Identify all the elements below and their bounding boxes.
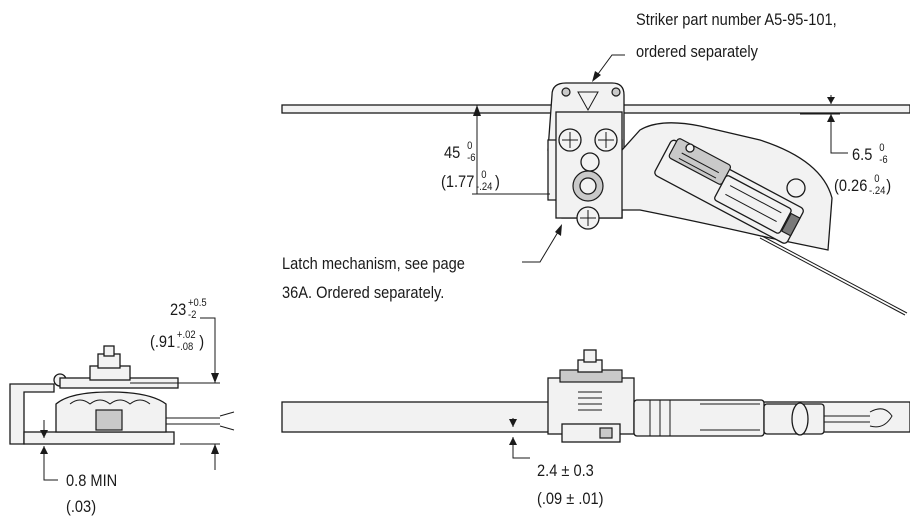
dim65-upper: 0 (879, 142, 885, 154)
side-view-right (281, 349, 910, 459)
dim24-alt-label: (.09 ± .01) (537, 489, 604, 508)
dim23-label: 23+0.5-2 (170, 297, 210, 323)
dim23-value: 23 (170, 300, 187, 320)
dim45-alt-close: ) (494, 172, 500, 192)
dim23-lower: -2 (187, 309, 197, 321)
latch-leader (522, 231, 559, 263)
dim65-alt-tolerance: 0-.24 (869, 173, 886, 199)
dim24-label: 2.4 ± 0.3 (537, 461, 594, 480)
left-bracket (9, 383, 55, 445)
dim23-alt-upper: +.02 (176, 329, 196, 341)
dim45-tolerance: 0-6 (462, 140, 484, 166)
latch-callout-line2: 36A. Ordered separately. (282, 283, 445, 302)
dim23-alt-tolerance: +.02-.08 (176, 329, 199, 355)
dim45-lower: -6 (467, 152, 476, 164)
dim23-lines (130, 317, 220, 470)
dim45-value: 45 (444, 143, 461, 163)
side-view-left (9, 317, 235, 481)
dim45-alt-lower: -.24 (476, 181, 493, 193)
dim65-alt-value: (0.26 (834, 176, 868, 196)
dim45-alt-upper: 0 (481, 169, 487, 181)
dim23-upper: +0.5 (187, 297, 207, 309)
striker-callout-line2: ordered separately (636, 42, 758, 61)
dim08-alt-label: (.03) (66, 497, 97, 516)
dim45-alt-value: (1.77 (441, 172, 475, 192)
top-view (281, 54, 910, 316)
actuator (654, 138, 804, 244)
dim65-alt-upper: 0 (874, 173, 880, 185)
dim65-alt-lower: -.24 (869, 185, 886, 197)
dim23-alt-close: ) (199, 332, 205, 352)
striker-leader (597, 54, 625, 75)
dim65-value: 6.5 (852, 145, 873, 165)
dim45-upper: 0 (467, 140, 473, 152)
dim08-label: 0.8 MIN (66, 471, 118, 490)
striker-callout-line1: Striker part number A5-95-101, (636, 10, 837, 29)
dim45-alt-tolerance: 0-.24 (476, 169, 495, 195)
dim65-lines (800, 95, 848, 154)
dim23-alt-lower: -.08 (176, 341, 194, 353)
dim23-tolerance: +0.5-2 (187, 297, 210, 323)
latch-callout-line1: Latch mechanism, see page (282, 254, 465, 273)
dim65-alt-close: ) (886, 176, 892, 196)
dim65-lower: -6 (879, 154, 888, 166)
actuator-wire (759, 237, 906, 316)
dim23-alt-value: (.91 (150, 332, 176, 352)
dim65-tolerance: 0-6 (874, 142, 896, 168)
dim23-alt-label: (.91+.02-.08) (150, 329, 205, 355)
dim45-lines (472, 105, 550, 195)
latch-screws (558, 128, 618, 230)
